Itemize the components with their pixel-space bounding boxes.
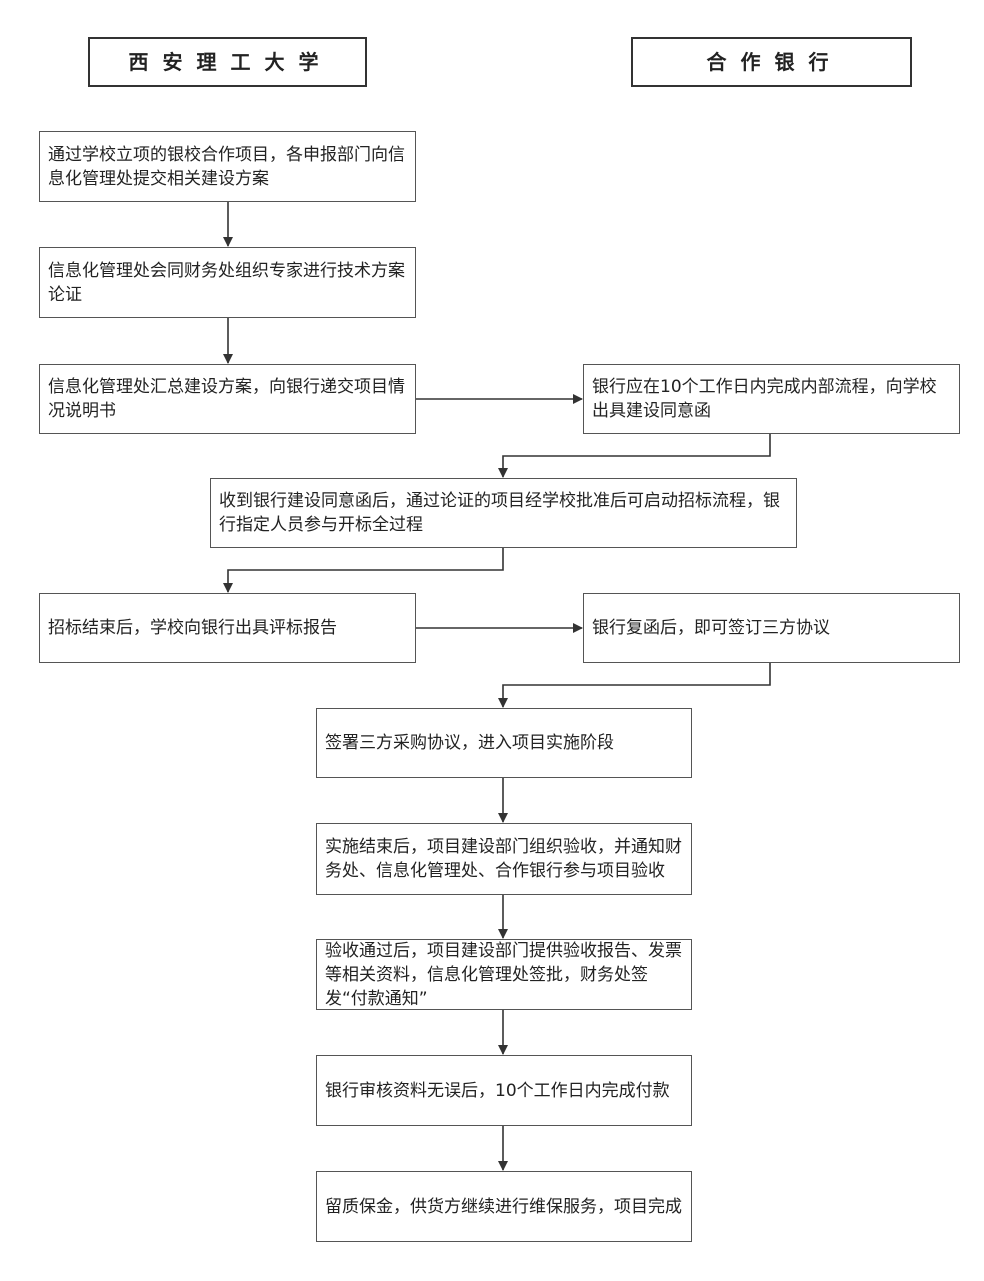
step-bank-payment: 银行审核资料无误后，10个工作日内完成付款 (316, 1055, 692, 1126)
step-bank-reply: 银行复函后，即可签订三方协议 (583, 593, 960, 663)
step-sign-agreement: 签署三方采购协议，进入项目实施阶段 (316, 708, 692, 778)
step-warranty: 留质保金，供货方继续进行维保服务，项目完成 (316, 1171, 692, 1242)
step-bid-report: 招标结束后，学校向银行出具评标报告 (39, 593, 416, 663)
step-submit-plan: 通过学校立项的银校合作项目，各申报部门向信息化管理处提交相关建设方案 (39, 131, 416, 202)
arrow-5-6 (223, 548, 504, 593)
bank-header: 合作银行 (631, 37, 912, 87)
step-payment-notice: 验收通过后，项目建设部门提供验收报告、发票等相关资料，信息化管理处签批，财务处签… (316, 939, 692, 1010)
arrow-7-8 (498, 663, 771, 708)
step-acceptance: 实施结束后，项目建设部门组织验收，并通知财务处、信息化管理处、合作银行参与项目验… (316, 823, 692, 895)
arrow-4-5 (498, 434, 771, 478)
step-submit-to-bank: 信息化管理处汇总建设方案，向银行递交项目情况说明书 (39, 364, 416, 434)
step-expert-review: 信息化管理处会同财务处组织专家进行技术方案论证 (39, 247, 416, 318)
step-bank-consent: 银行应在10个工作日内完成内部流程，向学校出具建设同意函 (583, 364, 960, 434)
step-start-bidding: 收到银行建设同意函后，通过论证的项目经学校批准后可启动招标流程，银行指定人员参与… (210, 478, 797, 548)
university-header: 西安理工大学 (88, 37, 367, 87)
